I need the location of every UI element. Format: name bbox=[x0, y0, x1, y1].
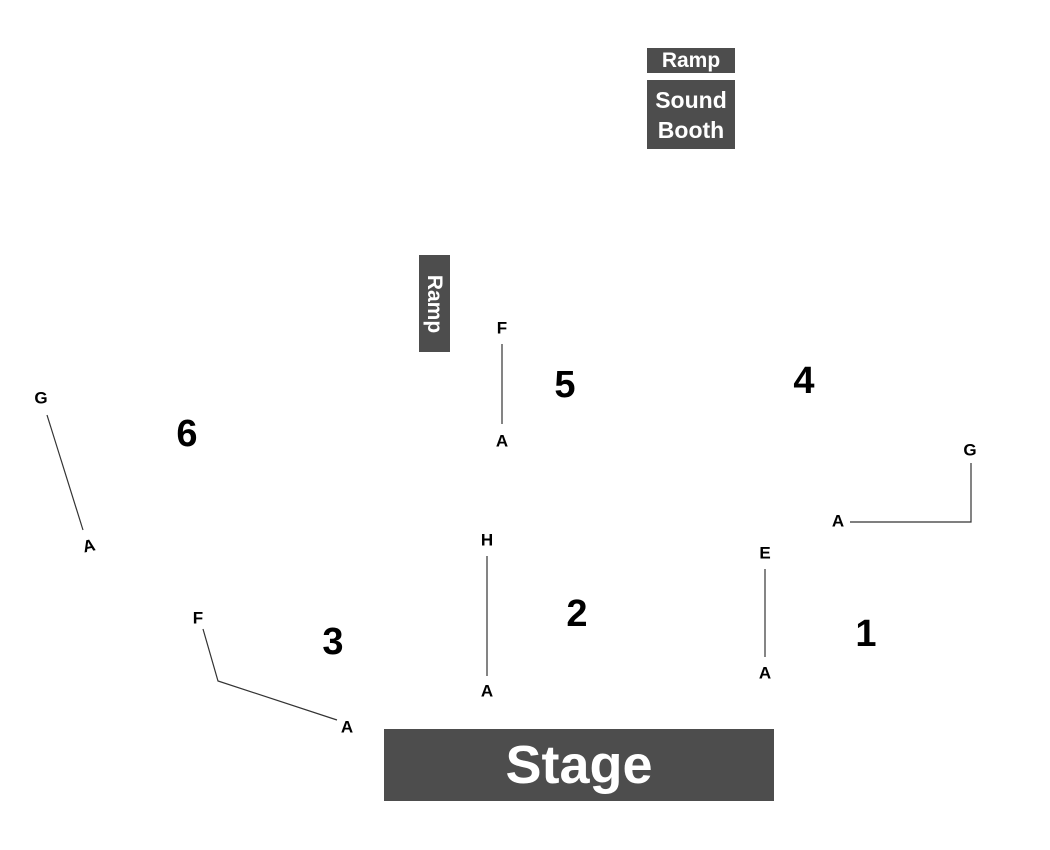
section-5-row-front: A bbox=[495, 431, 509, 451]
section-3[interactable]: 3 bbox=[322, 621, 344, 663]
row-line-section-6 bbox=[46, 414, 84, 531]
section-1[interactable]: 1 bbox=[855, 613, 877, 655]
ramp-side: Ramp bbox=[419, 255, 450, 352]
section-3-row-back: F bbox=[192, 608, 204, 628]
section-2-row-back: H bbox=[480, 530, 494, 550]
sound-booth: Sound Booth bbox=[647, 80, 735, 149]
section-5-row-back: F bbox=[496, 318, 508, 338]
section-4-row-back: G bbox=[963, 440, 977, 460]
ramp-top: Ramp bbox=[647, 48, 735, 73]
section-3-row-front: A bbox=[340, 717, 354, 737]
row-line-section-3 bbox=[202, 628, 338, 721]
section-6[interactable]: 6 bbox=[176, 413, 198, 455]
section-1-row-front: A bbox=[758, 663, 772, 683]
row-line-section-4 bbox=[850, 463, 972, 523]
section-6-row-back: G bbox=[34, 388, 48, 408]
section-4[interactable]: 4 bbox=[793, 360, 815, 402]
section-1-row-back: E bbox=[759, 543, 771, 563]
section-2-row-front: A bbox=[480, 681, 494, 701]
section-2[interactable]: 2 bbox=[566, 593, 588, 635]
section-4-row-front: A bbox=[831, 511, 845, 531]
section-5[interactable]: 5 bbox=[554, 364, 576, 406]
ramp-side-label: Ramp bbox=[423, 274, 447, 333]
stage: Stage bbox=[384, 729, 774, 801]
